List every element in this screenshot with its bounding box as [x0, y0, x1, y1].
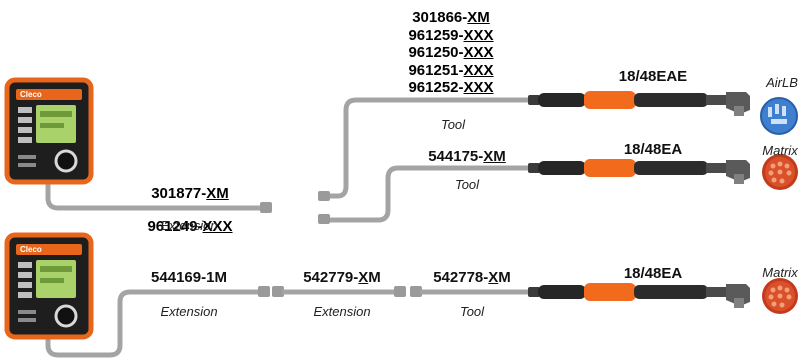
top-extension-caption: Extension	[160, 218, 218, 233]
cable-tool-a	[326, 97, 530, 199]
tool-18-48ea-bottom	[528, 283, 750, 308]
connector-tool-a-start	[318, 191, 330, 201]
tool-a-caption: Tool	[440, 117, 466, 132]
connector-tool-b-start	[318, 214, 330, 224]
tool-b-part-number: 544175-XM	[428, 148, 506, 165]
part-number: 961250-XXX	[408, 44, 494, 61]
matrix-accessory-icon-bottom	[762, 278, 798, 314]
connector-top-extension-end	[260, 202, 272, 213]
tool-18-48eae	[528, 91, 750, 116]
cable-top-extension	[45, 178, 262, 211]
top-extension-part-list: 301877-XM 961249-XXX	[147, 170, 232, 250]
controller-bottom-brand: Cleco	[20, 245, 42, 254]
tool-b-caption: Tool	[454, 177, 480, 192]
bottom-extension-2-part-number: 542779-XM	[303, 269, 381, 286]
bottom-tool-part-number: 542778-XM	[433, 269, 511, 286]
bottom-extension-1-part-number: 544169-1M	[151, 269, 227, 286]
tool-b-model: 18/48EA	[623, 141, 683, 158]
matrix-label-bottom: Matrix	[762, 265, 798, 280]
bottom-extension-1-caption: Extension	[160, 304, 218, 319]
connector-bottom-ext2-start	[272, 286, 284, 297]
cable-bottom-extension-1	[45, 289, 262, 358]
bottom-extension-2-caption: Extension	[313, 304, 371, 319]
airlb-label: AirLB	[766, 75, 798, 90]
part-number: 961249-XXX	[147, 217, 233, 235]
airlb-accessory-icon	[760, 97, 798, 135]
cable-tool-b	[326, 165, 530, 223]
controller-top-brand: Cleco	[20, 90, 42, 99]
part-number: 961259-XXX	[408, 26, 494, 44]
connector-bottom-ext1-end	[258, 286, 270, 297]
part-number: 301866-XM	[412, 9, 490, 26]
part-number: 961251-XXX	[408, 61, 494, 79]
part-number: 301877-XM	[151, 185, 229, 202]
matrix-accessory-icon-top	[762, 154, 798, 190]
controller-bottom	[4, 232, 94, 340]
tool-18-48ea-top	[528, 159, 750, 184]
bottom-tool-caption: Tool	[459, 304, 485, 319]
matrix-label-top: Matrix	[762, 143, 798, 158]
controller-top	[4, 77, 94, 185]
connector-bottom-tool-start	[410, 286, 422, 297]
bottom-tool-model: 18/48EA	[623, 265, 683, 282]
tool-a-model: 18/48EAE	[618, 68, 688, 85]
part-number: 961252-XXX	[408, 79, 494, 96]
connector-bottom-ext2-end	[394, 286, 406, 297]
tool-a-part-list: 301866-XM 961259-XXX 961250-XXX 961251-X…	[408, 9, 493, 97]
